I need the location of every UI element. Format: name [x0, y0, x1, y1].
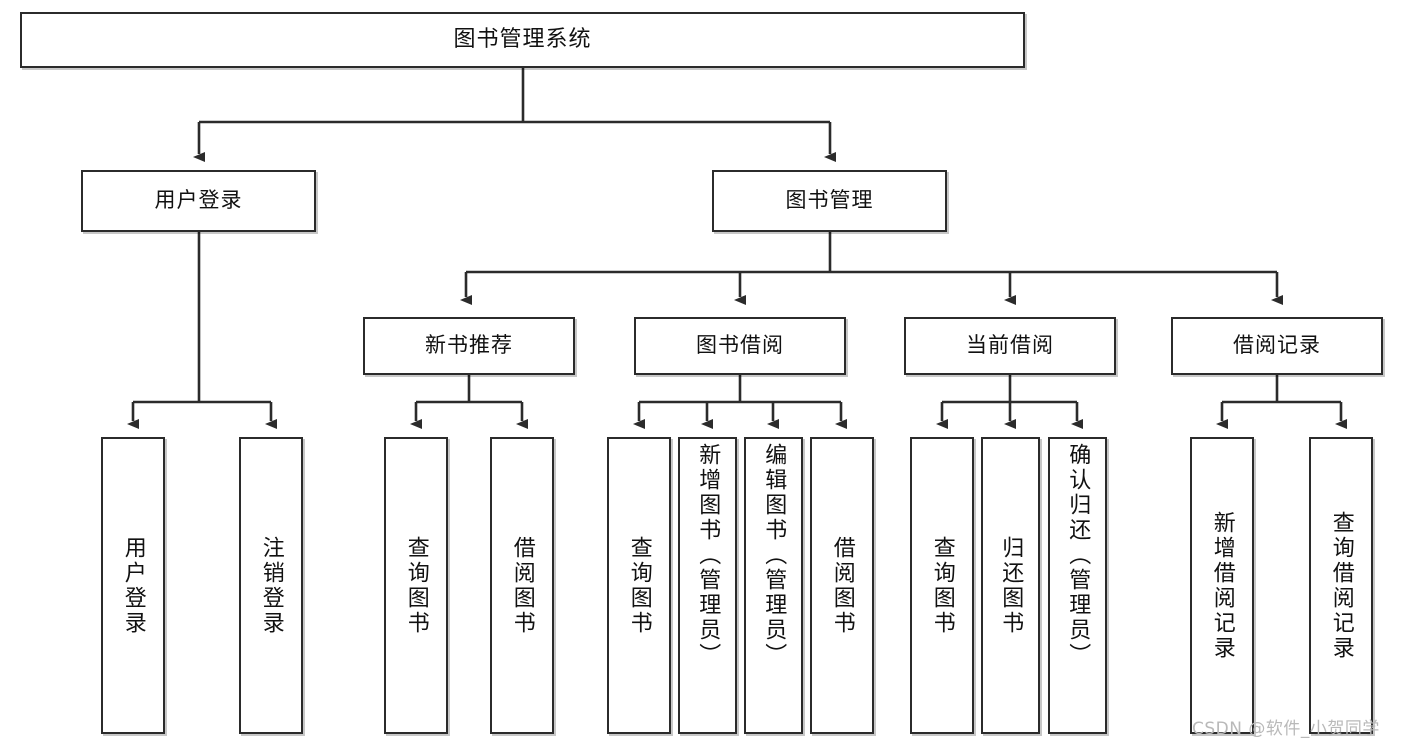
node-label: 确认归还（管理员）: [1065, 443, 1091, 668]
node-label: 借阅图书: [829, 535, 855, 636]
leaf-query-record[interactable]: 查询借阅记录: [1309, 437, 1373, 734]
leaf-query-book-1[interactable]: 查询图书: [384, 437, 448, 734]
leaf-add-record[interactable]: 新增借阅记录: [1190, 437, 1254, 734]
node-label: 图书管理系统: [453, 26, 592, 52]
node-label: 用户登录: [154, 188, 243, 213]
node-current-borrow[interactable]: 当前借阅: [904, 317, 1116, 375]
leaf-edit-book[interactable]: 编辑图书（管理员）: [744, 437, 803, 734]
leaf-return-book[interactable]: 归还图书: [981, 437, 1040, 734]
node-label: 新增借阅记录: [1209, 510, 1235, 661]
node-user-login[interactable]: 用户登录: [81, 170, 316, 232]
node-book-manage[interactable]: 图书管理: [712, 170, 947, 232]
leaf-logout-login[interactable]: 注销登录: [239, 437, 303, 734]
node-new-book-recommend[interactable]: 新书推荐: [363, 317, 575, 375]
node-label: 新增图书（管理员）: [695, 443, 721, 668]
node-label: 查询借阅记录: [1328, 510, 1354, 661]
node-label: 注销登录: [258, 535, 284, 636]
leaf-query-book-3[interactable]: 查询图书: [910, 437, 974, 734]
node-label: 借阅记录: [1233, 333, 1321, 358]
leaf-borrow-book-1[interactable]: 借阅图书: [490, 437, 554, 734]
leaf-confirm-return[interactable]: 确认归还（管理员）: [1048, 437, 1107, 734]
node-label: 查询图书: [626, 535, 652, 636]
leaf-borrow-book-2[interactable]: 借阅图书: [810, 437, 874, 734]
node-root-system[interactable]: 图书管理系统: [20, 12, 1025, 68]
node-label: 新书推荐: [425, 333, 513, 358]
node-label: 图书借阅: [696, 333, 784, 358]
watermark-text: CSDN @软件_小贺同学: [1192, 719, 1380, 739]
node-label: 当前借阅: [966, 333, 1054, 358]
leaf-user-login[interactable]: 用户登录: [101, 437, 165, 734]
node-book-borrow[interactable]: 图书借阅: [634, 317, 846, 375]
node-borrow-record[interactable]: 借阅记录: [1171, 317, 1383, 375]
leaf-query-book-2[interactable]: 查询图书: [607, 437, 671, 734]
node-label: 借阅图书: [509, 535, 535, 636]
node-label: 图书管理: [785, 188, 874, 213]
node-label: 编辑图书（管理员）: [761, 443, 787, 668]
node-label: 归还图书: [998, 535, 1024, 636]
node-label: 用户登录: [120, 535, 146, 636]
node-label: 查询图书: [929, 535, 955, 636]
leaf-add-book[interactable]: 新增图书（管理员）: [678, 437, 737, 734]
node-label: 查询图书: [403, 535, 429, 636]
